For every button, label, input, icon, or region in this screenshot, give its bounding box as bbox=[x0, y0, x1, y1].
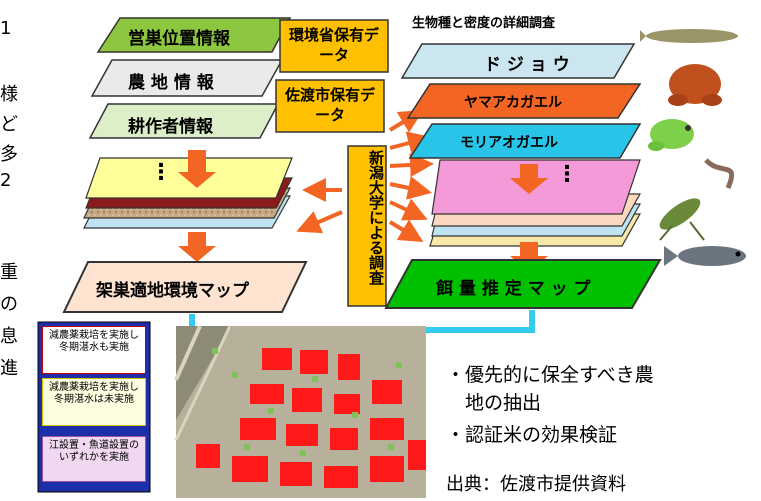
loach-image bbox=[640, 29, 738, 43]
niigata-survey-label: 新潟大学による調査 bbox=[367, 150, 385, 285]
edge-text-6: 重 bbox=[0, 262, 18, 283]
layer-farmer-label: 耕作者情報 bbox=[128, 117, 213, 137]
food-map-shape bbox=[384, 259, 662, 309]
layer-nest-location bbox=[96, 17, 292, 53]
habitat-map-label: 架巣適地環境マップ bbox=[96, 281, 249, 301]
legend-item-1-label: 減農薬栽培を実施し冬期湛水も実施 bbox=[49, 330, 139, 353]
moe-data-box bbox=[279, 19, 389, 73]
down-arrow-right-2 bbox=[510, 242, 548, 272]
aerial-photo bbox=[174, 325, 426, 498]
edge-text-2: 様 bbox=[0, 84, 18, 105]
layer-farmer bbox=[88, 103, 280, 139]
moe-data-label: 環境省保有データ bbox=[288, 26, 379, 64]
edge-text-3: ど bbox=[0, 114, 18, 135]
edge-text-7: の bbox=[0, 294, 18, 315]
edge-text-4: 多 bbox=[0, 144, 18, 165]
bullet-1: ・優先的に保全すべき農 bbox=[446, 364, 654, 386]
sado-data-box bbox=[275, 79, 385, 133]
layer-yama-frog-label: ヤマアカガエル bbox=[464, 95, 562, 111]
down-arrow-left-2 bbox=[178, 232, 216, 262]
edge-text-9: 進 bbox=[0, 358, 18, 379]
edge-text-8: 息 bbox=[0, 326, 18, 347]
legend-item-2-label: 減農薬栽培を実施し冬期湛水は未実施 bbox=[49, 382, 139, 405]
down-arrow-left bbox=[178, 150, 216, 188]
niigata-survey-box bbox=[347, 145, 387, 307]
down-arrow-right bbox=[510, 164, 548, 194]
edge-text-5: 2 bbox=[0, 170, 12, 191]
layer-dojou-label: ド ジ ョ ウ bbox=[484, 55, 570, 75]
edge-text-1: 1 bbox=[0, 18, 12, 39]
source-note: 出典：佐渡市提供資料 bbox=[446, 474, 626, 495]
left-dots: ⋮ bbox=[150, 160, 172, 185]
layer-farmland bbox=[90, 59, 284, 97]
earthworm-image bbox=[704, 158, 735, 189]
legend-item-2: 減農薬栽培を実施し冬期湛水は未実施 bbox=[42, 378, 146, 426]
fish-image bbox=[664, 246, 746, 266]
layer-moria-frog-label: モリアオガエル bbox=[460, 135, 558, 151]
food-map-label: 餌 量 推 定 マ ッ プ bbox=[436, 279, 591, 299]
brown-frog-image bbox=[668, 64, 722, 106]
right-dots: ⋮ bbox=[556, 162, 578, 187]
layer-farmland-label: 農 地 情 報 bbox=[128, 73, 214, 93]
legend-item-1: 減農薬栽培を実施し冬期湛水も実施 bbox=[42, 326, 146, 374]
bullet-1-cont: 地の抽出 bbox=[446, 392, 542, 414]
survey-header: 生物種と密度の詳細調査 bbox=[412, 16, 556, 31]
legend-item-3-label: 江設置・魚道設置のいずれかを実施 bbox=[49, 440, 139, 463]
sado-data-label: 佐渡市保有データ bbox=[284, 86, 375, 124]
bullet-2: ・認証米の効果検証 bbox=[446, 424, 618, 446]
legend-item-3: 江設置・魚道設置のいずれかを実施 bbox=[42, 436, 146, 482]
layer-dojou bbox=[400, 43, 636, 79]
tree-frog-image bbox=[648, 119, 694, 151]
grasshopper-image bbox=[659, 198, 705, 241]
layer-yama-frog bbox=[406, 83, 642, 119]
layer-moria-frog bbox=[408, 123, 642, 159]
habitat-map-shape bbox=[62, 261, 308, 313]
layer-nest-location-label: 営巣位置情報 bbox=[128, 29, 230, 49]
